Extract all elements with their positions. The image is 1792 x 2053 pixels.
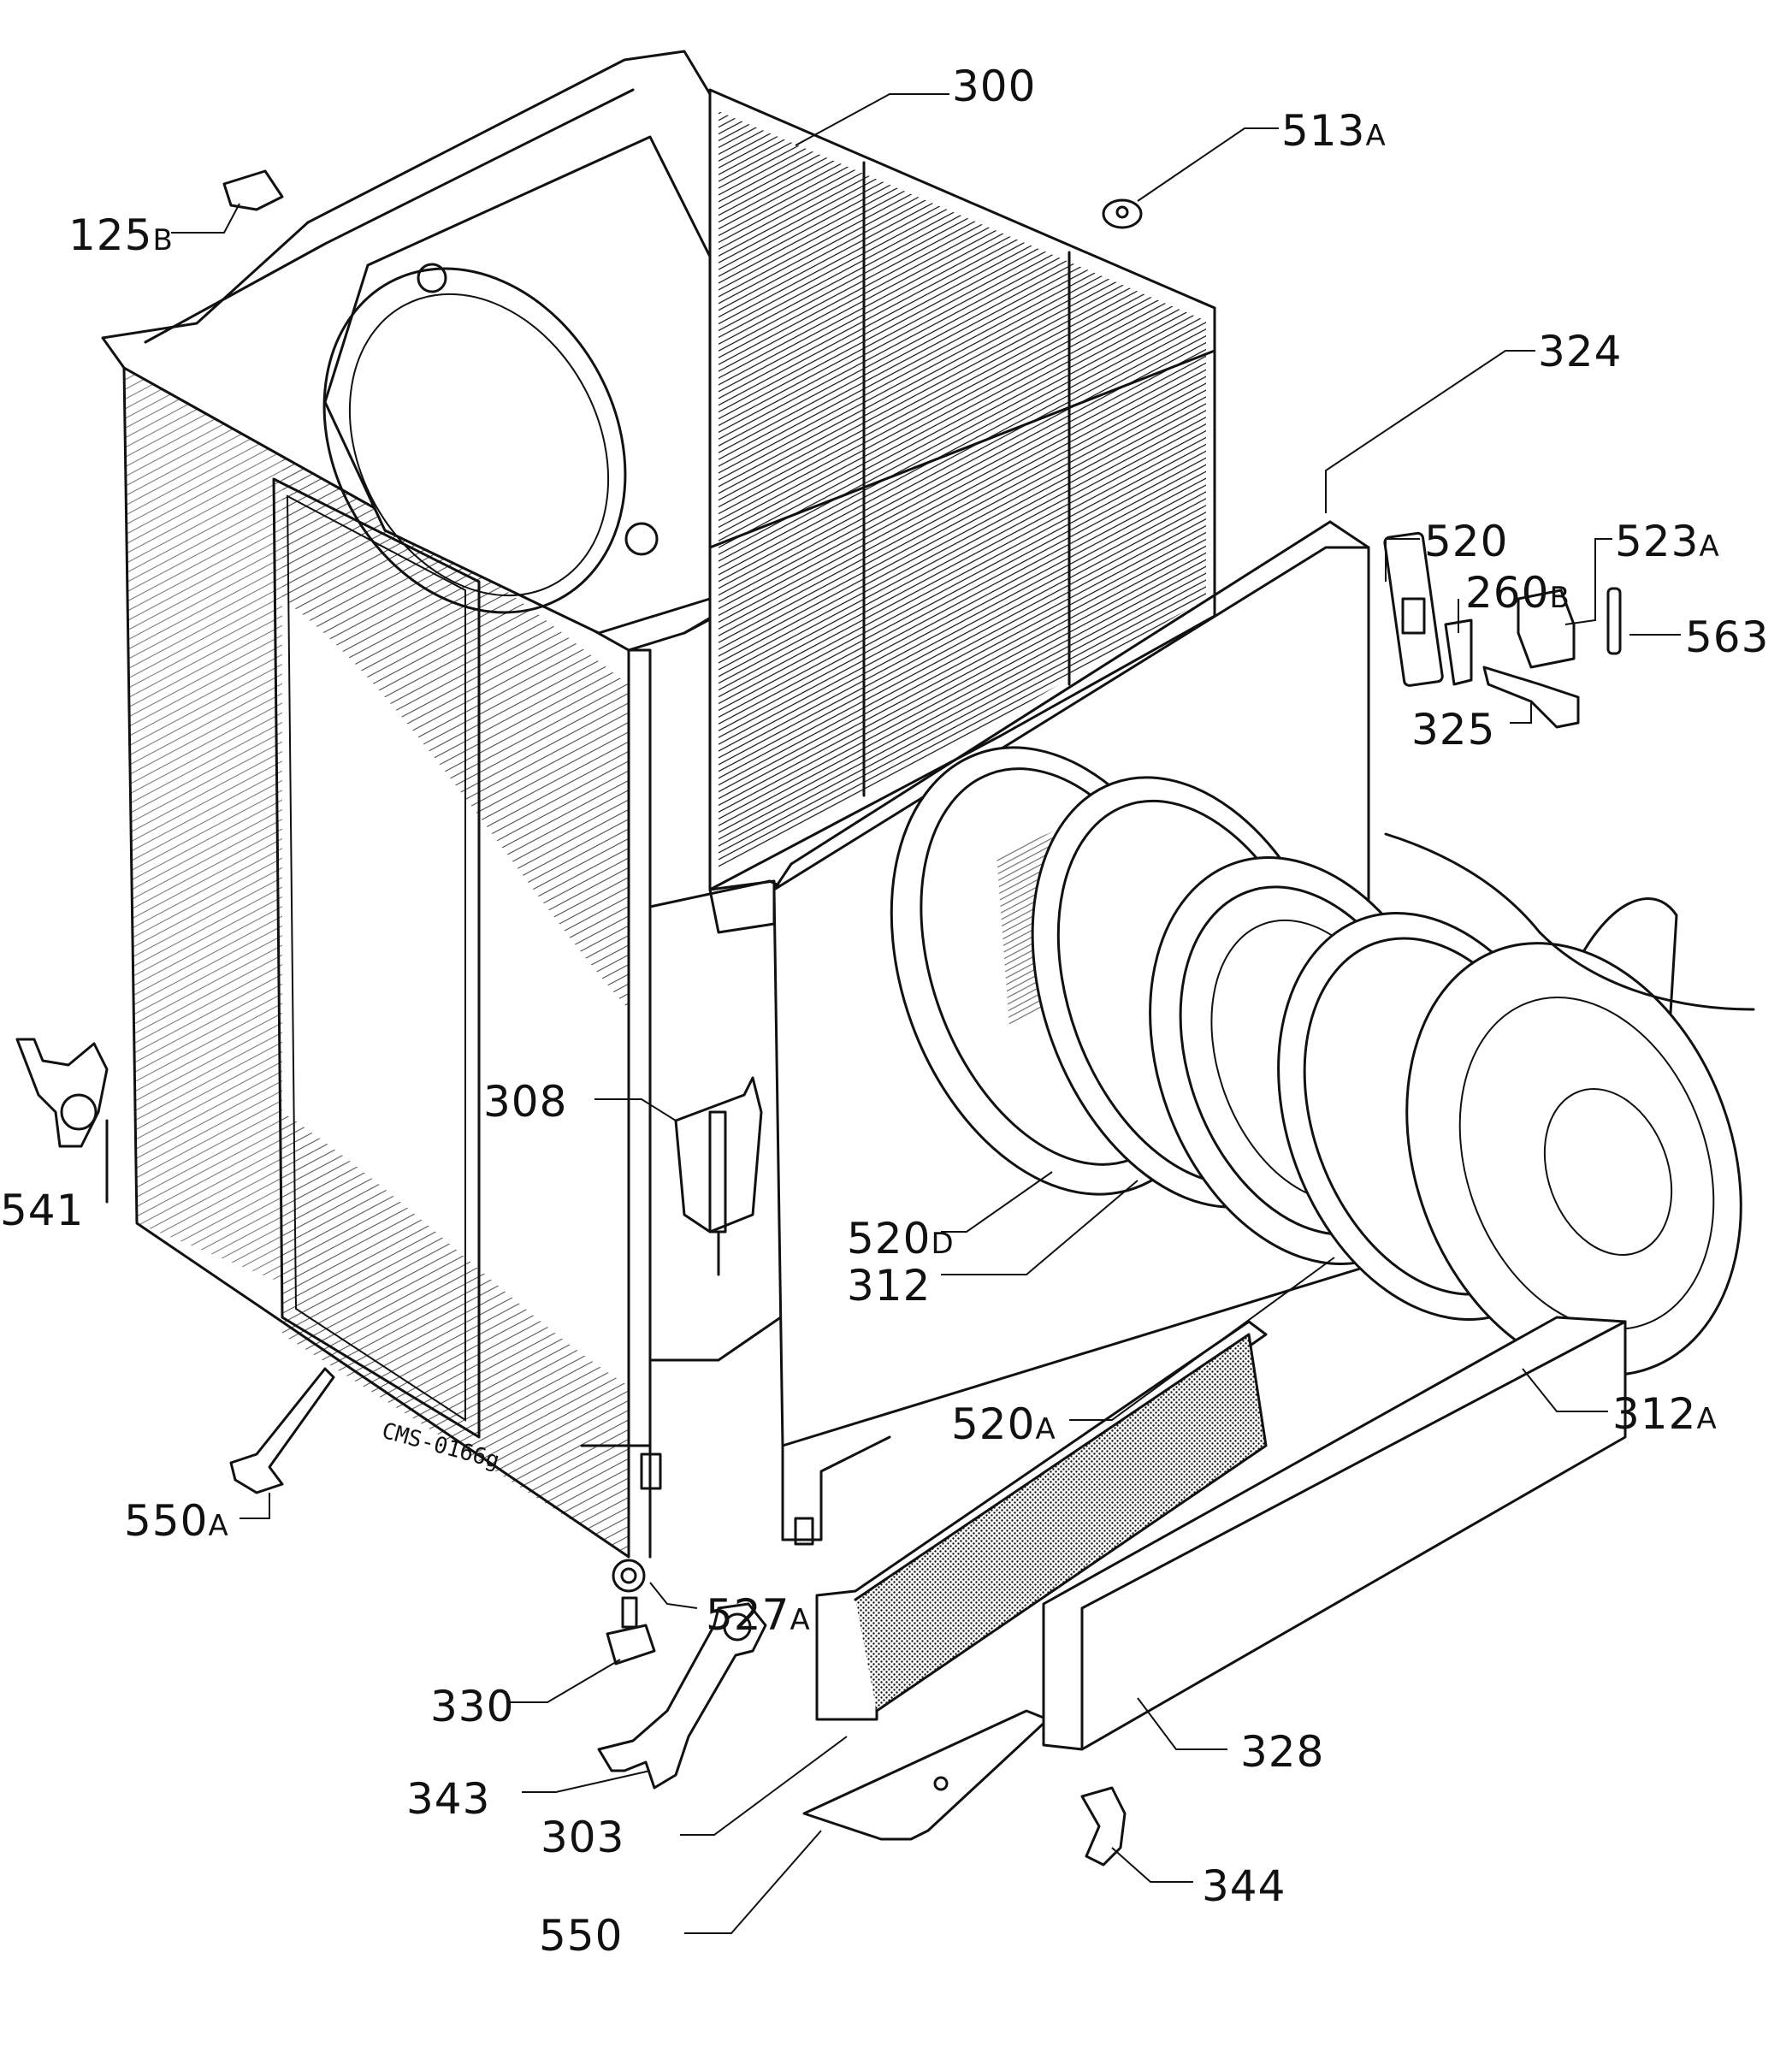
leader-lines (171, 93, 1681, 1934)
label-300: 300 (952, 62, 1036, 111)
label-325: 325 (1411, 705, 1495, 754)
label-343: 343 (406, 1774, 490, 1824)
callout-labels: 300 513A 125B 324 520 523A 260B 563 325 … (0, 62, 1769, 1961)
label-312: 312 (847, 1261, 931, 1310)
label-520D: 520D (847, 1214, 955, 1263)
label-260B: 260B (1465, 568, 1570, 618)
label-328: 328 (1240, 1727, 1324, 1777)
label-303: 303 (541, 1813, 624, 1862)
label-308: 308 (483, 1077, 567, 1127)
label-312A: 312A (1612, 1389, 1718, 1439)
label-520A: 520A (951, 1399, 1056, 1449)
label-513A: 513A (1281, 106, 1387, 156)
label-520: 520 (1424, 517, 1508, 566)
label-523A: 523A (1615, 517, 1720, 566)
label-550: 550 (539, 1911, 623, 1961)
cabinet-body (101, 50, 1216, 1559)
label-344: 344 (1202, 1861, 1286, 1911)
door-assembly (1031, 776, 1755, 1376)
label-550A: 550A (124, 1496, 229, 1546)
label-527A: 527A (706, 1590, 811, 1640)
small-parts (15, 169, 1627, 1867)
label-330: 330 (430, 1682, 514, 1731)
label-125B: 125B (68, 210, 174, 260)
label-324: 324 (1538, 327, 1622, 376)
label-563: 563 (1685, 612, 1769, 662)
label-541: 541 (0, 1186, 84, 1235)
